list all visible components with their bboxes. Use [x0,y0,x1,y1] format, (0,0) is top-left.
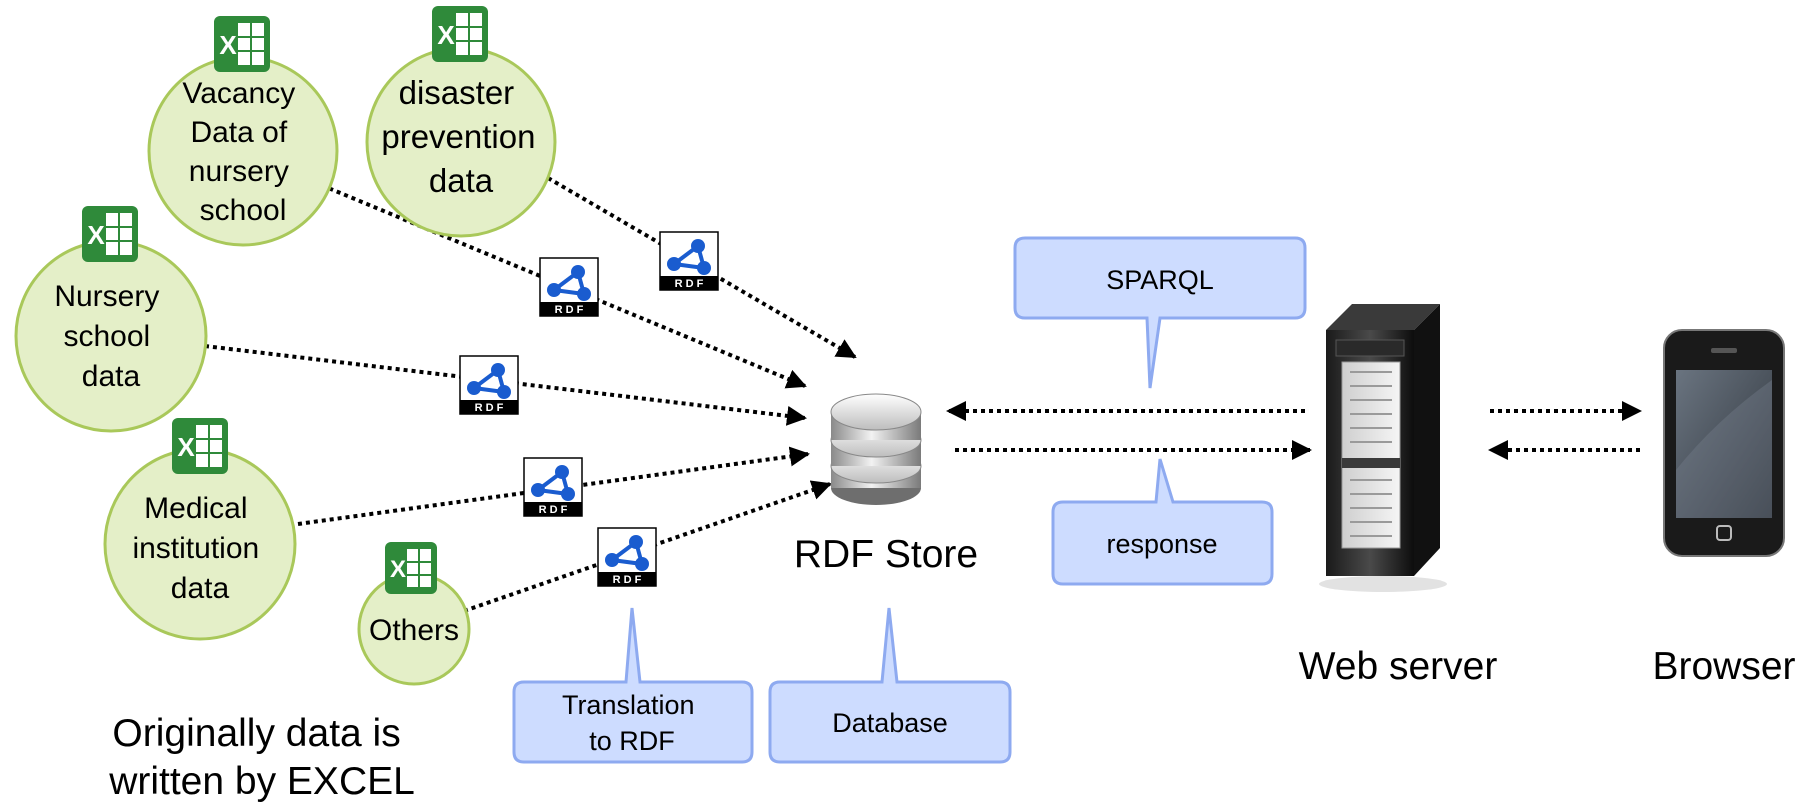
sparql-callout: SPARQL [1013,236,1307,389]
rdf-icon: R D F [659,231,719,291]
source-label-line: institution [132,532,259,565]
database-callout: Database [768,607,1012,764]
web-server-icon [1319,304,1447,592]
svg-text:X: X [177,432,195,462]
browser-label: Browser [1652,645,1795,688]
translation-callout: Translation to RDF [512,607,754,764]
source-label-line: Medical [144,492,247,525]
svg-text:X: X [87,220,105,250]
source-label-line: data [82,360,141,393]
source-vacancy: Vacancy Data of nursery school [147,55,339,247]
svg-text:R D F: R D F [675,278,704,290]
rdf-icon: R D F [539,257,599,317]
callout-text: to RDF [589,726,675,756]
svg-text:Vacancy Data of nu: Vacancy Data of nursery school [182,77,303,227]
excel-note-line: Originally data is [112,712,400,755]
rdf-store-label: RDF Store [794,533,978,576]
response-callout: response [1051,458,1274,586]
excel-icon: X [214,16,270,72]
rdf-icon: R D F [459,355,519,415]
excel-icon: X [172,418,228,474]
source-medical: Medical institution data [103,447,297,641]
svg-text:R D F: R D F [475,402,504,414]
excel-note: Originally data is written by EXCEL [108,712,415,803]
svg-text:X: X [390,556,406,583]
excel-icon: X [385,542,437,594]
svg-text:X: X [437,20,455,50]
svg-text:X: X [219,30,237,60]
source-label-line: data [171,572,230,605]
source-others: Others [357,572,471,686]
svg-text:SPARQL: SPARQL [1106,265,1214,295]
excel-icon: X [432,6,488,62]
excel-note-line: written by EXCEL [108,760,415,803]
source-label-line: Vacancy [182,77,295,110]
rdf-icon: R D F [597,527,657,587]
svg-text:Nursery school dat: Nursery school data [54,280,167,393]
source-label-line: nursery [189,155,289,188]
svg-text:Medical institution: Medical institution data [132,492,267,605]
svg-text:R D F: R D F [555,304,584,316]
svg-text:response: response [1106,529,1217,559]
svg-text:Database: Database [832,708,948,738]
source-label-line: Nursery [54,280,159,313]
svg-text:R D F: R D F [539,504,568,516]
svg-text:R D F: R D F [613,574,642,586]
svg-text:disaster prevention: disaster prevention data [381,74,544,199]
excel-icon: X [82,206,138,262]
source-label-line: disaster [399,74,515,111]
svg-text:Translation to RDF: Translation to RDF [562,690,702,756]
smartphone-icon [1663,329,1785,557]
svg-text:Others: Others [369,614,459,647]
source-label-line: data [429,162,494,199]
source-label-line: Others [369,614,459,647]
rdf-icon: R D F [523,457,583,517]
callout-text: Database [832,708,948,738]
source-label-line: Data of [190,116,287,149]
source-label-line: school [200,194,287,227]
web-server-label: Web server [1299,645,1498,688]
source-nursery: Nursery school data [14,239,208,433]
callout-text: SPARQL [1106,265,1214,295]
callout-text: response [1106,529,1217,559]
source-disaster: disaster prevention data [365,46,557,238]
database-icon [830,393,922,505]
source-label-line: school [63,320,150,353]
callout-text: Translation [562,690,695,720]
source-label-line: prevention [381,118,535,155]
